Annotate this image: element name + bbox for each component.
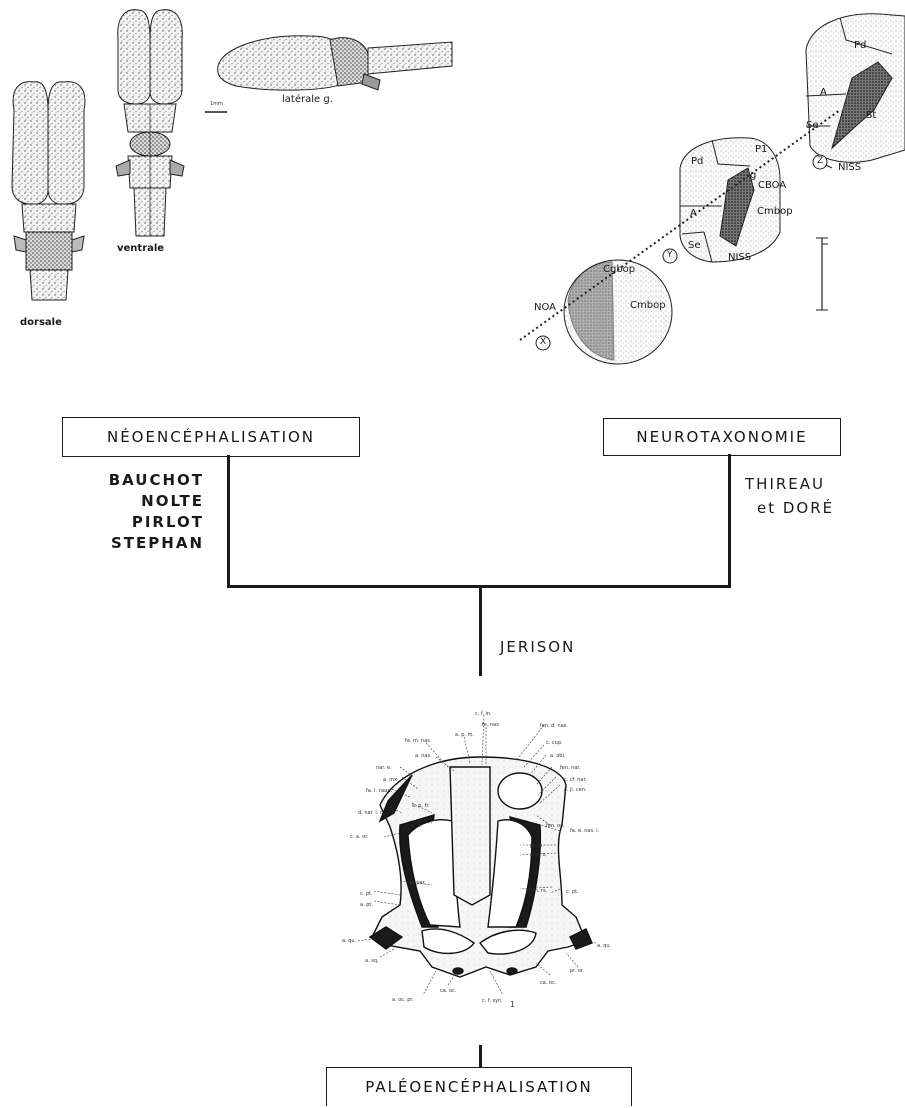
connector-right xyxy=(728,454,731,587)
skull-label: fen. nar. xyxy=(560,765,581,771)
author-thireau: THIREAU xyxy=(745,472,834,496)
skull-label: a. obl. xyxy=(550,753,565,759)
label-y-niss: NISS xyxy=(728,252,751,263)
label-y-a: A xyxy=(690,208,697,219)
skull-label: pl. in. xyxy=(530,843,544,849)
author-nolte: NOLTE xyxy=(64,491,204,512)
authors-left: BAUCHOT NOLTE PIRLOT STEPHAN xyxy=(64,470,204,554)
label-x-noa: NOA xyxy=(534,302,556,313)
skull-label: ca. oc. xyxy=(540,980,556,986)
label-y-cmbop: Cmbop xyxy=(757,206,793,217)
section-x xyxy=(564,260,672,364)
brain-sections-figure xyxy=(500,0,905,380)
skull-figure xyxy=(340,705,620,995)
label-z-a: A xyxy=(820,87,827,98)
skull-label: a. p. m. xyxy=(455,732,474,738)
author-jerison: JERISON xyxy=(500,637,575,658)
label-dorsal: dorsale xyxy=(20,317,62,328)
connector-left xyxy=(227,455,230,587)
skull-label: a. par. xyxy=(410,880,426,886)
label-z-se: Se xyxy=(806,120,819,131)
label-y-p1: P1 xyxy=(755,144,767,155)
box-paleoencephalisation: PALÉOENCÉPHALISATION xyxy=(326,1067,632,1106)
label-x-cgbop: Cgbop xyxy=(603,264,635,275)
skull-label: a. sq. xyxy=(365,958,379,964)
skull-label: fe. nas xyxy=(482,722,499,728)
skull-label: c. pt. xyxy=(566,889,579,895)
label-x-cmbop: Cmbop xyxy=(630,300,666,311)
skull-label: fen. oc. xyxy=(546,823,565,829)
label-y-g: g xyxy=(750,170,756,181)
box-neurotaxonomie: NEUROTAXONOMIE xyxy=(603,418,841,456)
author-et-dore: et DORÉ xyxy=(745,496,834,520)
skull-label: d. nar. l. c. xyxy=(358,810,384,816)
author-bauchot: BAUCHOT xyxy=(64,470,204,491)
label-y-pd: Pd xyxy=(691,156,703,167)
skull-label: a. mx xyxy=(383,777,397,783)
brain-ventral-view xyxy=(116,10,184,236)
label-x-marker: X xyxy=(540,337,546,347)
skull-label: a. fr. xyxy=(411,823,422,829)
label-z-st: St xyxy=(866,110,876,121)
skull-label: c. cn. rs. xyxy=(526,888,547,894)
label-z-pd: Pd xyxy=(854,40,866,51)
connector-center xyxy=(479,588,482,676)
label-ventral: ventrale xyxy=(117,243,164,254)
skull-label: c. cf. nar. xyxy=(564,777,587,783)
skull-label: 1 xyxy=(510,1000,515,1009)
skull-label: c. f. syn. xyxy=(482,998,503,1004)
label-y-se: Se xyxy=(688,240,701,251)
label-z-niss: NISS xyxy=(838,162,861,173)
author-pirlot: PIRLOT xyxy=(64,512,204,533)
brain-lateral-view xyxy=(218,36,452,90)
skull-label: a. p. fr. xyxy=(412,803,430,809)
skull-label: c. a. or. xyxy=(350,834,368,840)
skull-label: c. ji. cen. xyxy=(564,787,586,793)
skull-label: a. nas. xyxy=(415,753,432,759)
label-y-cboa: CBOA xyxy=(758,180,786,191)
label-lateral: latérale g. xyxy=(282,94,333,105)
skull-label: fa. l. nasa. xyxy=(366,788,392,794)
box-neoencephalisation: NÉOENCÉPHALISATION xyxy=(62,417,360,457)
skull-label: c. cup. xyxy=(546,740,563,746)
author-stephan: STEPHAN xyxy=(64,533,204,554)
brain-dorsal-view xyxy=(12,82,85,300)
skull-label: a. qu. xyxy=(597,943,611,949)
skull-label: pr. or. xyxy=(570,968,584,974)
skull-label: nar. e. xyxy=(376,765,392,771)
skull-label: c. f. in. xyxy=(475,711,492,717)
svg-text:1mm: 1mm xyxy=(210,101,223,107)
skull-label: fen. d. nas. xyxy=(540,723,568,729)
label-z-marker: Z xyxy=(817,156,823,166)
skull-label: a. qu. xyxy=(342,938,356,944)
skull-label: a. a. s. xyxy=(530,852,547,858)
authors-right: THIREAU et DORÉ xyxy=(745,472,834,520)
connector-bottom xyxy=(479,1045,482,1067)
skull-label: a. pt. xyxy=(360,902,373,908)
skull-label: fa. m. nas. xyxy=(405,738,431,744)
label-y-marker: Y xyxy=(667,250,673,260)
brain-views-figure: 1mm xyxy=(0,0,460,340)
skull-label: ca. oc. xyxy=(440,988,456,994)
skull-label: c. pt. xyxy=(360,891,373,897)
skull-label: fa. e. nas. l. xyxy=(570,828,599,834)
skull-label: a. oc. pr. xyxy=(392,997,414,1003)
